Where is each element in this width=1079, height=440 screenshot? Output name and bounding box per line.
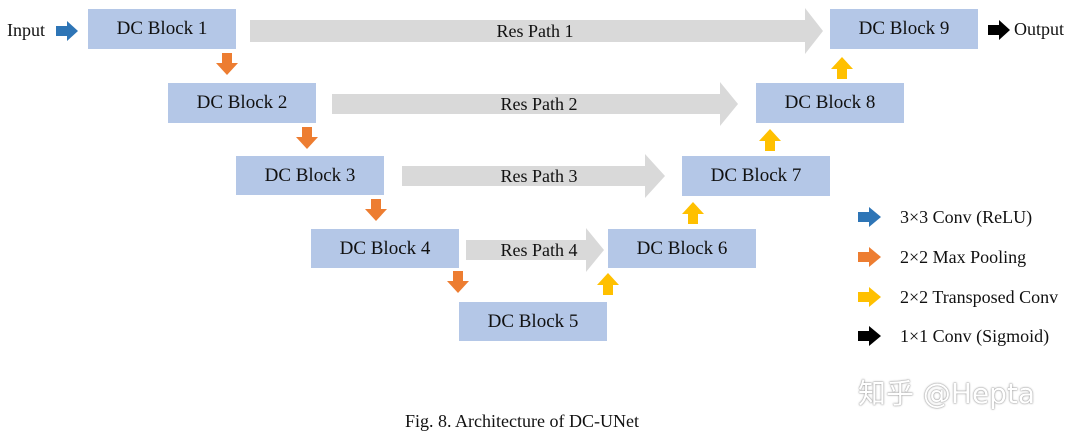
dc-block-7: DC Block 7 [682, 156, 830, 196]
legend-conv-relu-icon [858, 207, 881, 227]
legend-sigmoid-conv-label: 1×1 Conv (Sigmoid) [900, 326, 1050, 346]
figure-caption: Fig. 8. Architecture of DC-UNet [405, 411, 639, 431]
max-pooling-arrow-1 [216, 53, 238, 75]
res-path-4-label: Res Path 4 [500, 239, 578, 260]
transposed-conv-arrow-2 [682, 202, 704, 224]
res-path-3-arrow [402, 154, 665, 198]
legend-transposed-conv-icon [858, 287, 881, 307]
legend-max-pooling-label: 2×2 Max Pooling [900, 247, 1027, 267]
transposed-conv-arrow-4 [831, 57, 853, 79]
dc-block-6: DC Block 6 [608, 229, 756, 268]
dc-block-9: DC Block 9 [830, 9, 978, 49]
dc-block-3: DC Block 3 [236, 156, 384, 195]
input-label: Input [7, 20, 45, 40]
res-path-1-label: Res Path 1 [496, 20, 574, 41]
watermark: 知乎 @Hepta [858, 377, 1036, 410]
dc-block-8: DC Block 8 [756, 83, 904, 123]
max-pooling-arrow-3 [365, 199, 387, 221]
res-path-3-label: Res Path 3 [500, 165, 578, 186]
dc-block-5: DC Block 5 [459, 302, 607, 341]
res-path-2-label: Res Path 2 [500, 93, 578, 114]
legend-conv-relu-label: 3×3 Conv (ReLU) [900, 207, 1033, 227]
dc-block-4: DC Block 4 [311, 229, 459, 268]
legend-transposed-conv-label: 2×2 Transposed Conv [900, 287, 1059, 307]
output-label: Output [1014, 19, 1065, 39]
transposed-conv-arrow-3 [759, 129, 781, 151]
dc-block-2: DC Block 2 [168, 83, 316, 123]
transposed-conv-arrow-1 [597, 273, 619, 295]
input-arrow-icon [56, 21, 78, 41]
legend-sigmoid-conv-icon [858, 326, 881, 346]
res-path-4-arrow [466, 228, 604, 272]
res-path-2-arrow [332, 82, 738, 126]
legend-max-pooling-icon [858, 247, 881, 267]
res-path-1-arrow [250, 8, 823, 54]
max-pooling-arrow-4 [447, 271, 469, 293]
max-pooling-arrow-2 [296, 127, 318, 149]
dc-block-1: DC Block 1 [88, 9, 236, 49]
output-arrow-icon [988, 20, 1010, 40]
